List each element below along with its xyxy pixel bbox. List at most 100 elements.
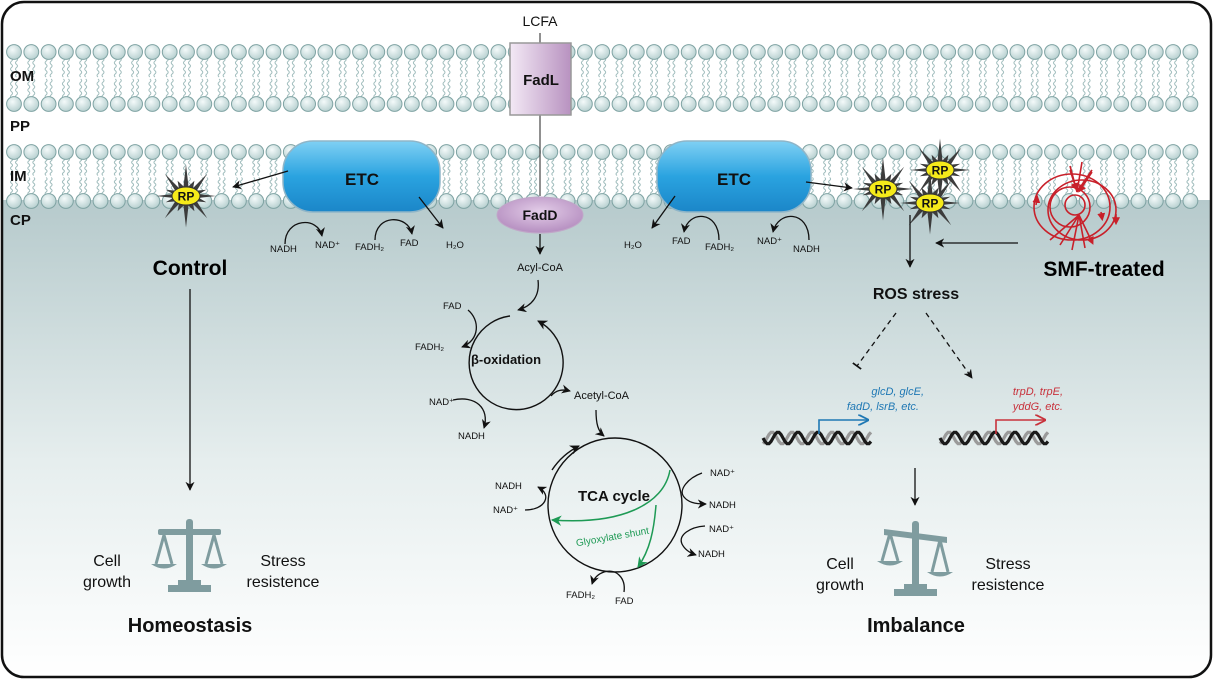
lipid-tail	[61, 177, 65, 196]
nadh-label-left: NADH	[270, 244, 297, 255]
lipid-head	[974, 44, 991, 60]
lipid-tail	[165, 57, 169, 78]
lipid-tail	[170, 157, 174, 176]
lipid-tail	[1048, 78, 1051, 99]
lipid-tail	[188, 157, 191, 176]
lipid-tail	[1082, 57, 1086, 78]
lipid-tail	[719, 78, 723, 99]
lipid-tail	[274, 177, 278, 196]
lipid-tail	[828, 177, 832, 196]
lipid-tail	[32, 78, 36, 99]
lipid-head	[992, 44, 1008, 60]
lipid-tail	[304, 57, 308, 78]
lipid-head	[23, 193, 40, 209]
lipid-tail	[10, 78, 13, 99]
beta-to-acetylcoa-arrow	[550, 384, 571, 397]
lipid-head	[352, 44, 368, 60]
lipid-tail	[1186, 78, 1190, 99]
lipid-tail	[113, 177, 117, 196]
lipid-head	[628, 96, 645, 112]
lipid-tail	[1156, 177, 1160, 196]
lipid-head	[801, 96, 818, 112]
lipid-tail	[914, 78, 918, 99]
lipid-tail	[1053, 78, 1056, 99]
lipid-head	[438, 193, 455, 209]
lipid-tail	[425, 78, 429, 99]
lipid-tail	[1191, 78, 1195, 99]
lipid-tail	[459, 157, 463, 176]
lipid-tail	[234, 57, 238, 78]
lipid-head	[127, 193, 144, 209]
lipid-tail	[494, 57, 498, 78]
fadd-enzyme	[496, 196, 584, 234]
lipid-tail	[165, 157, 169, 176]
lipid-tail	[96, 177, 100, 196]
lipid-tail	[857, 157, 861, 176]
rp-label: RP	[875, 183, 892, 197]
lipid-tail	[788, 57, 792, 78]
lipid-head	[404, 96, 420, 112]
lipid-tail	[183, 78, 186, 99]
lipid-head	[628, 144, 645, 160]
lipid-tail	[499, 78, 503, 99]
lipid-head	[109, 144, 126, 160]
rp-label: RP	[932, 164, 949, 178]
lipid-tail	[983, 78, 987, 99]
lipid-head	[1130, 193, 1147, 209]
balance-scale-icon-left	[151, 519, 227, 592]
fadh2-to-fad-arrow-right	[681, 215, 720, 241]
lipid-tail	[343, 78, 347, 99]
lipid-head	[680, 96, 697, 112]
control-title: Control	[153, 257, 228, 280]
lipid-head	[1130, 144, 1147, 160]
beta-fad-arrow	[461, 309, 477, 349]
lipid-tail	[1065, 57, 1069, 78]
lipid-tail	[961, 78, 965, 99]
lipid-tail	[257, 177, 261, 196]
lipid-tail	[136, 177, 140, 196]
lipid-head	[473, 193, 490, 209]
stress-resistance-label-left-2: resistence	[247, 574, 320, 591]
lipid-tail	[477, 177, 481, 196]
lipid-tail	[79, 177, 83, 196]
lipid-head	[992, 144, 1008, 160]
lipid-tail	[32, 157, 36, 176]
lipid-head	[23, 44, 40, 60]
fadh2-label-left: FADH₂	[355, 242, 384, 253]
lipid-tail	[1013, 78, 1017, 99]
lipid-head	[248, 44, 265, 60]
lipid-tail	[615, 177, 619, 196]
lipid-tail	[1191, 157, 1195, 176]
lipid-tail	[741, 57, 745, 78]
lipid-tail	[909, 157, 913, 176]
water-label-right: H₂O	[624, 240, 642, 251]
lipid-tail	[689, 78, 693, 99]
lipid-head	[161, 96, 178, 112]
lipid-tail	[217, 78, 221, 99]
lipid-head	[75, 44, 92, 60]
lipid-tail	[482, 78, 486, 99]
beta-oxidation-cycle	[468, 315, 564, 411]
lipid-head	[1182, 144, 1199, 160]
lipid-tail	[823, 157, 827, 176]
lipid-tail	[84, 78, 88, 99]
lipid-head	[213, 144, 230, 160]
lipid-head	[750, 96, 766, 112]
lipid-tail	[49, 78, 53, 99]
tca-nadh-right-2: NADH	[698, 549, 725, 560]
lipid-tail	[15, 157, 18, 176]
lipid-tail	[546, 177, 550, 196]
lipid-tail	[44, 177, 48, 196]
lipid-tail	[252, 78, 256, 99]
lipid-head	[577, 144, 593, 160]
lipid-tail	[10, 57, 13, 78]
lipid-head	[144, 96, 161, 112]
glyoxylate-shunt-arrow-1	[550, 469, 671, 526]
lipid-tail	[828, 157, 832, 176]
lipid-head	[784, 96, 801, 112]
lipid-head	[957, 96, 974, 112]
fadd-label: FadD	[523, 207, 558, 223]
lipid-tail	[667, 57, 671, 78]
lipid-head	[6, 44, 22, 60]
beta-fad-label: FAD	[443, 301, 462, 312]
